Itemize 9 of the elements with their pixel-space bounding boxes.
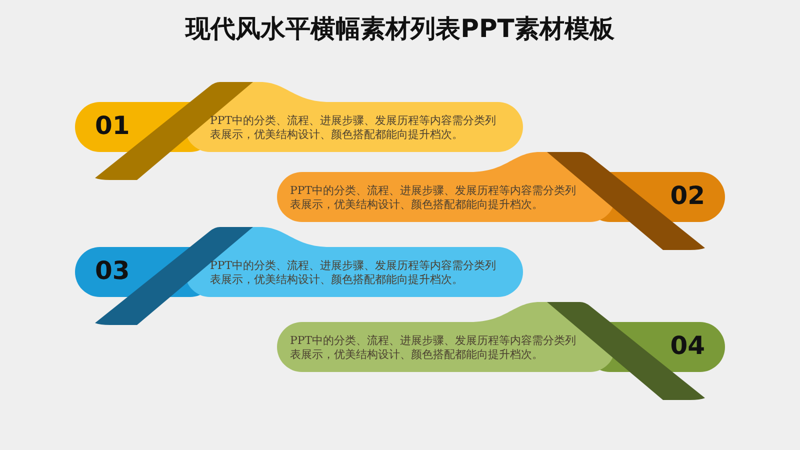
description-text: PPT中的分类、流程、进展步骤、发展历程等内容需分类列表展示，优美结构设计、颜色搭配都能向提升档次。 — [290, 184, 578, 212]
description-text: PPT中的分类、流程、进展步骤、发展历程等内容需分类列表展示，优美结构设计、颜色搭配都能向提升档次。 — [210, 259, 498, 287]
number-label: 03 — [95, 256, 130, 286]
number-label: 04 — [670, 331, 705, 361]
number-label: 01 — [95, 111, 130, 141]
number-label: 02 — [670, 181, 705, 211]
title: 现代风水平横幅素材列表PPT素材模板 — [184, 13, 616, 45]
description-text: PPT中的分类、流程、进展步骤、发展历程等内容需分类列表展示，优美结构设计、颜色搭配都能向提升档次。 — [210, 114, 498, 142]
description-text: PPT中的分类、流程、进展步骤、发展历程等内容需分类列表展示，优美结构设计、颜色搭配都能向提升档次。 — [290, 334, 578, 362]
